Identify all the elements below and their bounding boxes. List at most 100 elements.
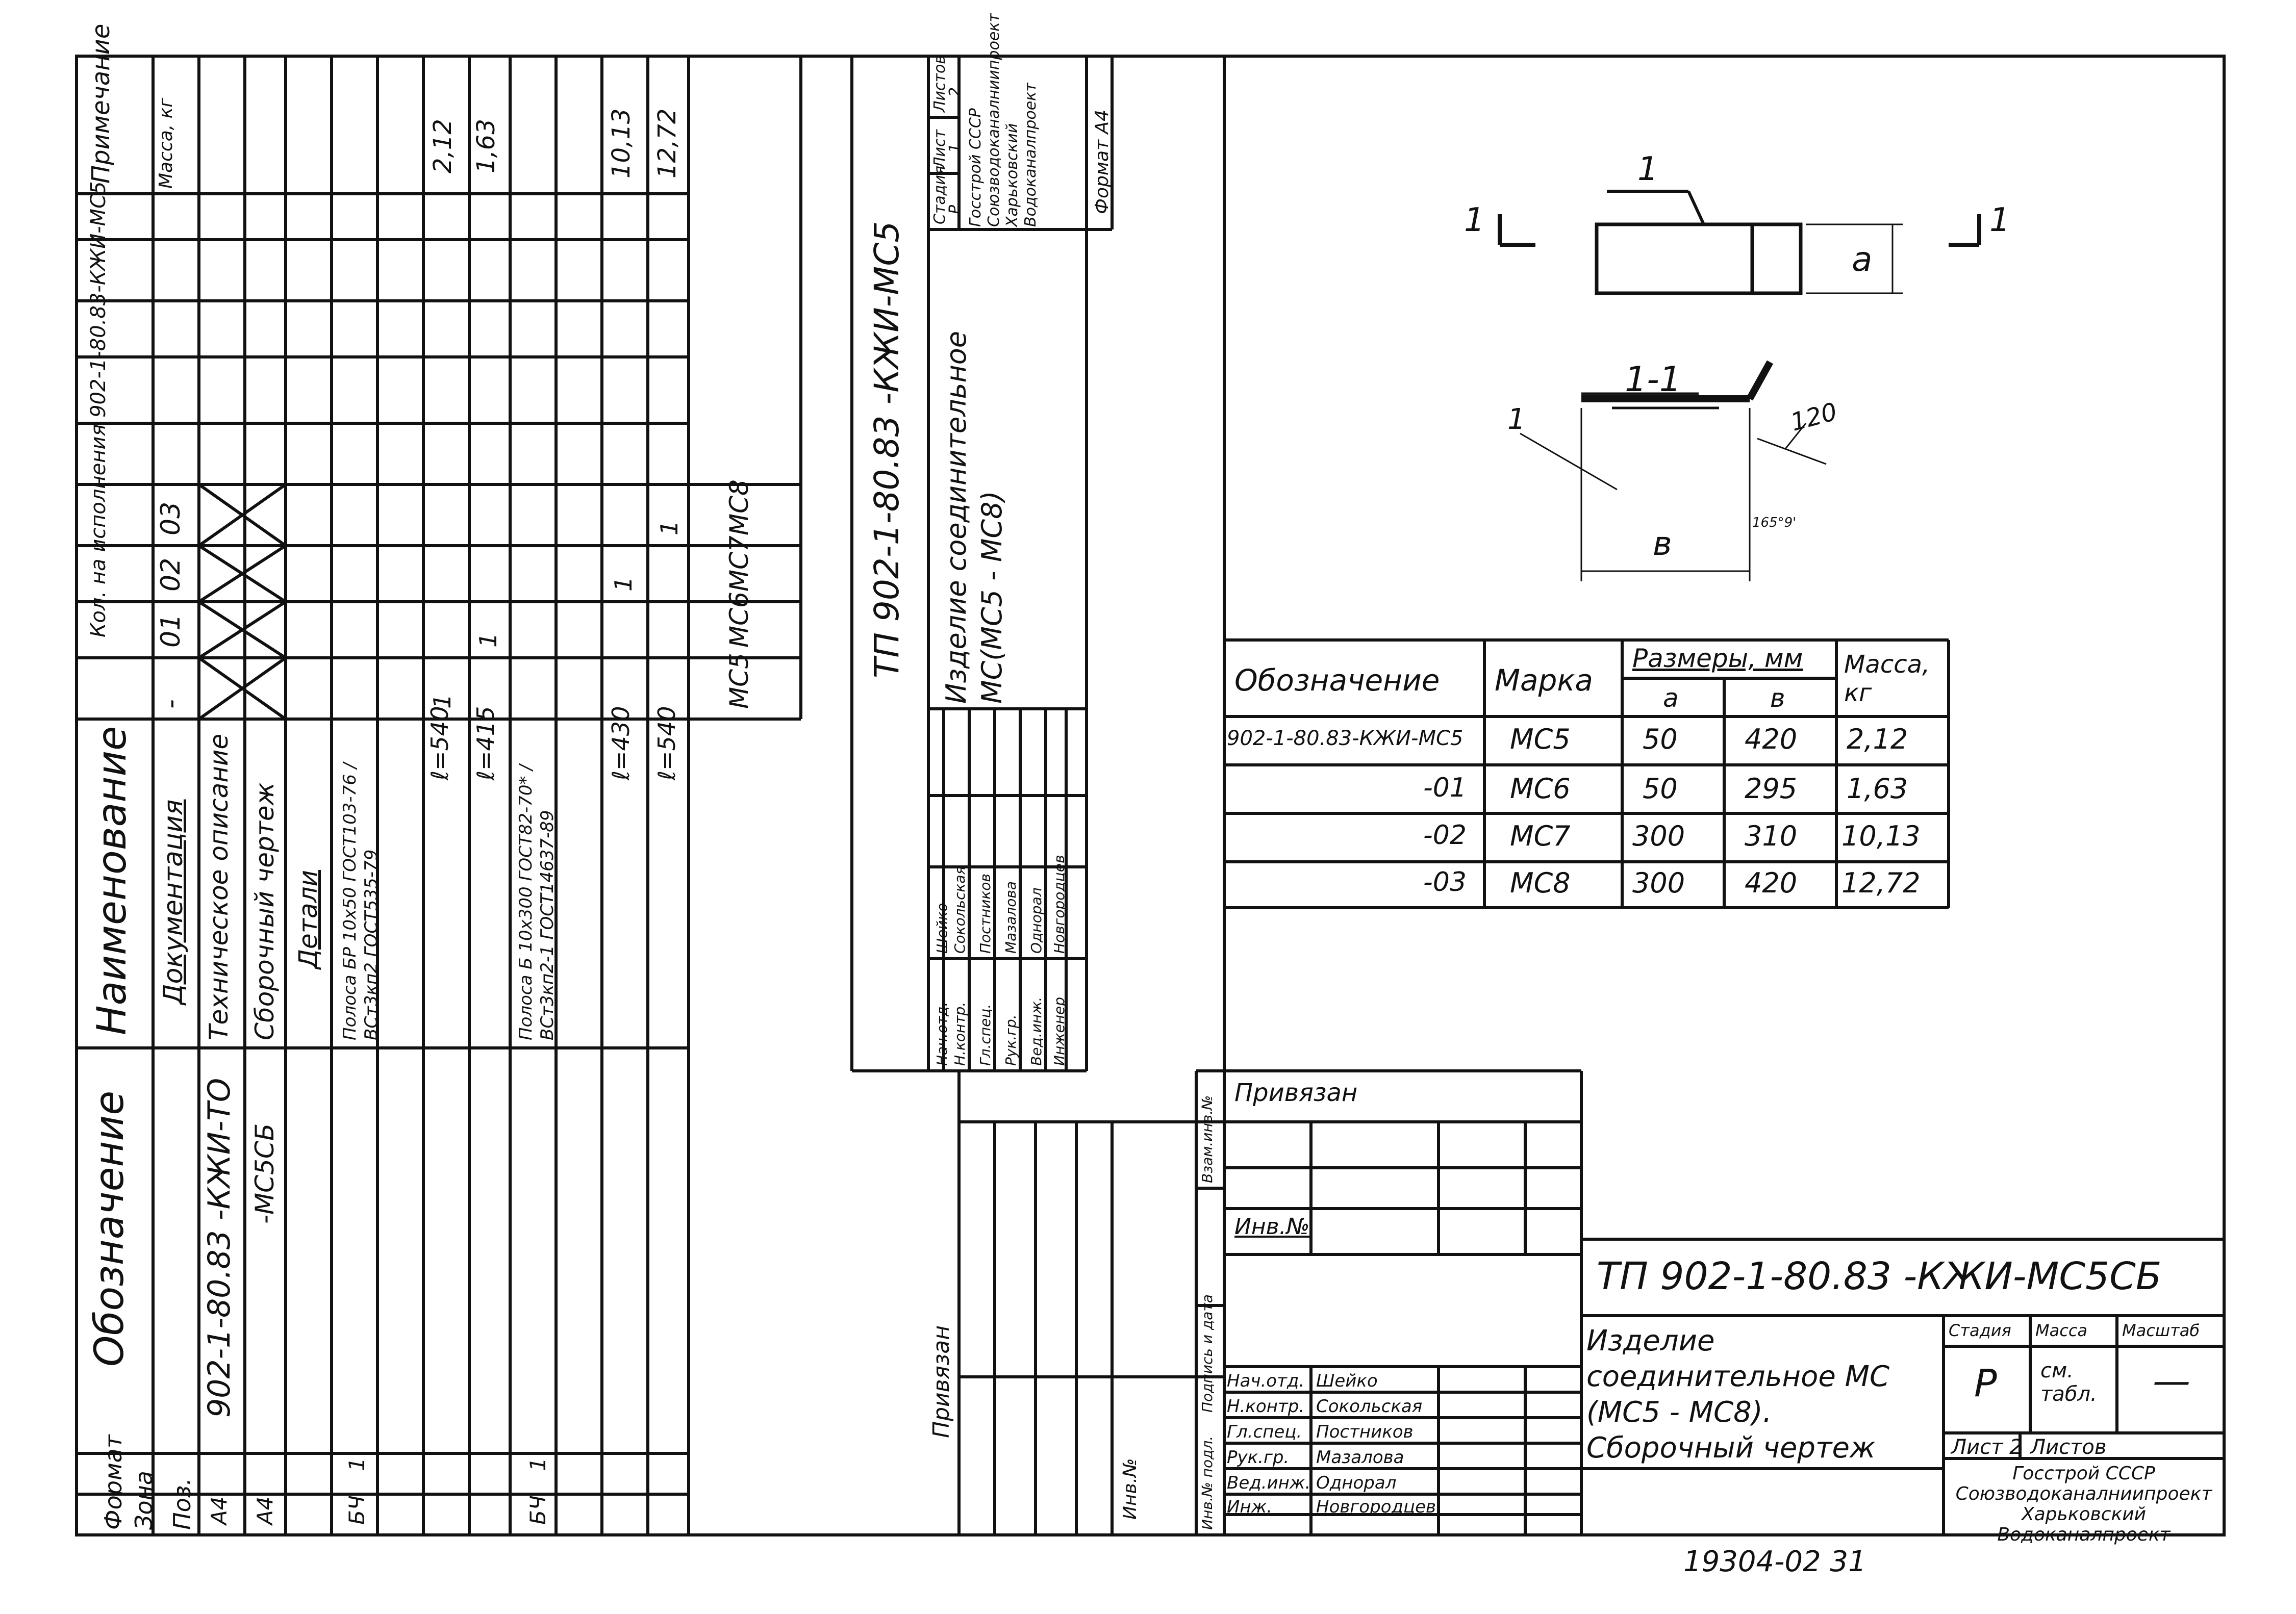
inv-label: Инв.№ (1234, 1214, 1310, 1240)
spec-row-7-pos: 1 (525, 1457, 550, 1471)
spec-row-4-format: БЧ (344, 1495, 369, 1525)
left-stamp-stage-hdr: Стадия (931, 165, 949, 224)
left-stamp-signer-0-role: Нач.отд. (933, 1002, 950, 1066)
left-stamp-signer-0-name: Шейко (933, 903, 950, 954)
main-stamp-org: Госстрой СССР Союзводоканалниипроект Хар… (1955, 1463, 2212, 1545)
main-signer-4-role: Вед.инж. (1227, 1473, 1311, 1493)
bottom-left-inv: Инв.№ (1120, 1458, 1141, 1520)
table-h-a: а (1663, 683, 1679, 713)
spec-row-8-note: 10,13 (607, 108, 636, 178)
main-stamp-sheets: Листов (2030, 1436, 2107, 1459)
table-h-sizes: Размеры, мм (1632, 644, 1803, 673)
spec-row-4-pos: 1 (344, 1457, 369, 1471)
spec-row-2-format: А4 (253, 1496, 277, 1525)
main-signer-2-name: Постников (1316, 1422, 1414, 1442)
spec-row-2-name: Сборочный чертеж (250, 782, 280, 1040)
spec-row-1-format: А4 (207, 1496, 232, 1525)
left-stamp-signer-4-name: Однорал (1028, 887, 1045, 954)
exec-code-1: 01 (156, 613, 186, 648)
main-stamp-title: Изделие соединительное МС (МС5 - МС8). С… (1586, 1324, 1890, 1465)
table-row-0-mass: 2,12 (1847, 723, 1908, 755)
main-signer-5-role: Инж. (1227, 1497, 1273, 1517)
left-stamp-format: Формат А4 (1092, 109, 1113, 214)
section-title: 1-1 (1625, 360, 1682, 400)
table-row-1-mass: 1,63 (1847, 773, 1908, 805)
spec-row-7-format: БЧ (525, 1495, 550, 1525)
footer-number: 19304-02 31 (1683, 1545, 1866, 1578)
left-stamp-signer-4-role: Вед.инж. (1028, 996, 1045, 1066)
spec-header-note: Примечание (87, 23, 115, 184)
main-stamp-mass: см. табл. (2040, 1359, 2097, 1406)
spec-row-5-name: ℓ=540 (426, 706, 453, 780)
table-row-3-mass: 12,72 (1841, 867, 1921, 899)
left-stamp-signer-1-name: Сокольская (951, 866, 968, 954)
main-signer-3-name: Мазалова (1316, 1447, 1404, 1468)
spec-row-8-name: ℓ=430 (607, 706, 635, 780)
table-row-1-b: 295 (1745, 773, 1798, 805)
table-row-2-mass: 10,13 (1841, 820, 1921, 852)
table-row-0-b: 420 (1745, 723, 1798, 755)
spec-header-format: Формат (99, 1434, 127, 1530)
spec-row-6-qty-1: 1 (474, 632, 502, 648)
angle-label: 165°9' (1752, 515, 1797, 530)
bottom-left-privyazan: Привязан (928, 1325, 954, 1438)
table-row-3-mark: МС8 (1510, 867, 1571, 899)
spec-mark-2: МС7 (724, 535, 754, 592)
main-signer-1-role: Н.контр. (1227, 1396, 1305, 1417)
left-stamp-signer-2-name: Постников (977, 874, 994, 954)
table-row-2-a: 300 (1632, 820, 1685, 852)
main-stamp-stage: Р (1974, 1362, 1997, 1405)
table-row-3-b: 420 (1745, 867, 1798, 899)
main-stamp-scale: — (2153, 1359, 2190, 1403)
main-signer-5-name: Новгородцев (1316, 1497, 1436, 1517)
spec-row-0-name: Документация (158, 799, 189, 1005)
main-signer-3-role: Рук.гр. (1227, 1447, 1290, 1468)
table-h-designation: Обозначение (1234, 663, 1440, 698)
left-stamp-org: Госстрой СССР Союзводоканалниипроект Хар… (967, 13, 1040, 227)
spec-row-1-name: Техническое описание (204, 733, 234, 1040)
main-signer-2-role: Гл.спец. (1227, 1422, 1302, 1442)
left-stamp-sheets-hdr: Листов (931, 55, 949, 112)
table-row-3-a: 300 (1632, 867, 1685, 899)
table-row-1-a: 50 (1643, 773, 1678, 805)
table-row-0-mark: МС5 (1510, 723, 1571, 755)
spec-row-9-note: 12,72 (653, 108, 682, 178)
side-label-inv-podl: Инв.№ подл. (1199, 1436, 1216, 1530)
spec-mark-0: МС5 (724, 653, 754, 709)
table-row-2-b: 310 (1745, 820, 1798, 852)
spec-row-4-name: Полоса БР 10х50 ГОСТ103-76 / ВСт3кп2 ГОС… (340, 762, 382, 1040)
spec-row-5-note: 2,12 (428, 119, 457, 173)
left-stamp-code: ТП 902-1-80.83 -КЖИ-МС5 (867, 221, 906, 678)
table-row-0-designation: 902-1-80.83-КЖИ-МС5 (1227, 727, 1464, 750)
spec-header-designation: Обозначение (87, 1090, 133, 1367)
section-mark-right: 1 (1989, 201, 2010, 239)
table-h-b: в (1770, 683, 1785, 713)
main-stamp-scale-hdr: Масштаб (2122, 1321, 2200, 1340)
spec-header-pos: Поз. (168, 1478, 196, 1530)
main-stamp-mass-hdr: Масса (2035, 1321, 2088, 1340)
table-row-2-designation: -02 (1423, 820, 1467, 851)
left-stamp-sheet: 1 (946, 143, 964, 153)
table-row-0-a: 50 (1643, 723, 1678, 755)
spec-header-name: Наименование (89, 726, 135, 1035)
main-stamp-stage-hdr: Стадия (1949, 1321, 2011, 1340)
dim-a-label: а (1852, 240, 1873, 279)
left-stamp-signer-5-name: Новгородцев (1051, 855, 1068, 954)
plan-pos-label: 1 (1637, 150, 1658, 188)
main-stamp-sheet: Лист 2 (1951, 1436, 2023, 1459)
spec-header-zone: Зона (130, 1471, 158, 1530)
spec-mark-3: МС8 (724, 479, 754, 535)
spec-row-0-note: Масса, кг (156, 97, 176, 189)
main-signer-0-role: Нач.отд. (1227, 1371, 1305, 1391)
table-h-mass: Масса, кг (1844, 650, 1930, 707)
exec-code-0: - (156, 699, 186, 709)
left-stamp-title: Изделие соединительное МС(МС5 - МС8) (940, 330, 1008, 704)
exec-code-3: 03 (156, 501, 186, 535)
spec-mark-1: МС6 (724, 592, 754, 648)
main-signer-1-name: Сокольская (1316, 1396, 1423, 1417)
left-stamp-stage: Р (946, 204, 964, 214)
spec-row-5-qty-0: 1 (428, 694, 456, 709)
exec-code-2: 02 (156, 557, 186, 592)
